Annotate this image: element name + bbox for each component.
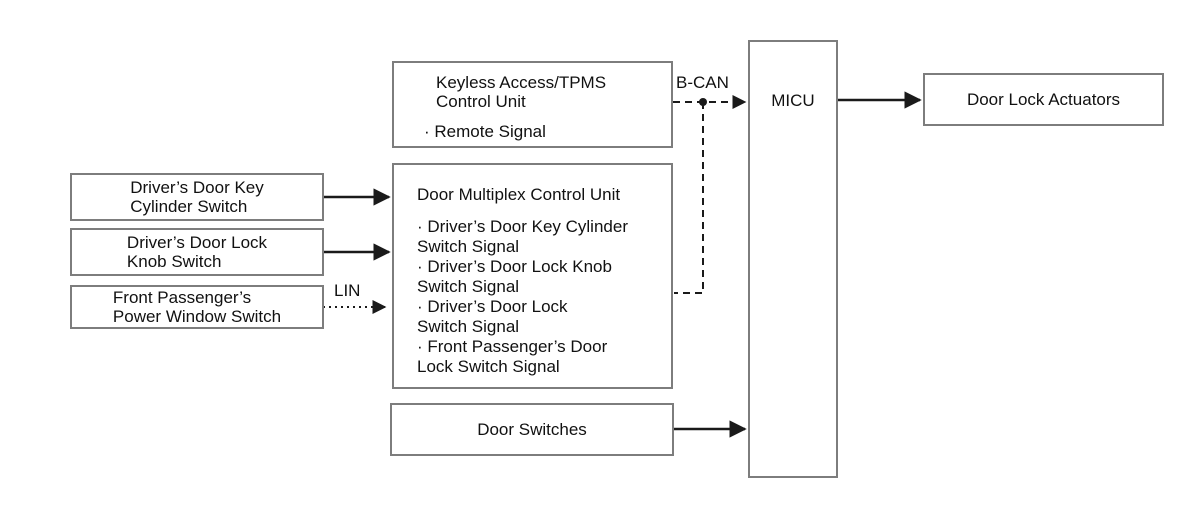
- box-title: Door Multiplex Control Unit: [417, 185, 621, 204]
- bcan-junction-dot: [699, 98, 707, 106]
- box-label-line: Knob Switch: [126, 252, 222, 271]
- box-keyless-access-tpms-control-unit: Keyless Access/TPMS Control Unit · Remot…: [392, 61, 673, 148]
- box-label-line: Front Passenger’s: [112, 288, 252, 307]
- box-title-line: Keyless Access/TPMS: [436, 73, 607, 92]
- box-micu: MICU: [748, 40, 838, 478]
- box-bullet-line: · Front Passenger’s Door: [417, 337, 608, 356]
- connector-bcan-branch-to-multiplex: [674, 102, 704, 294]
- label-b-can: B-CAN: [676, 73, 729, 92]
- box-bullet-line: Switch Signal: [417, 277, 520, 296]
- box-bullet-line: · Driver’s Door Lock: [417, 297, 568, 316]
- box-bullet-line: Lock Switch Signal: [417, 357, 560, 376]
- box-label-line: Cylinder Switch: [130, 197, 248, 216]
- box-door-lock-actuators: Door Lock Actuators: [923, 73, 1164, 126]
- box-label: Door Switches: [477, 420, 587, 439]
- box-drivers-door-key-cylinder-switch: Driver’s Door Key Cylinder Switch: [70, 173, 324, 221]
- box-label-line: Driver’s Door Lock: [126, 233, 268, 252]
- box-bullet-line: Switch Signal: [417, 237, 520, 256]
- box-title-line: Control Unit: [436, 92, 526, 111]
- box-label-line: Power Window Switch: [112, 307, 282, 326]
- box-front-passengers-power-window-switch: Front Passenger’s Power Window Switch: [70, 285, 324, 329]
- box-label: MICU: [771, 91, 815, 110]
- box-label: Door Lock Actuators: [966, 90, 1121, 109]
- box-bullet-line: · Driver’s Door Lock Knob: [417, 257, 612, 276]
- box-label-line: Driver’s Door Key: [130, 178, 264, 197]
- box-door-switches: Door Switches: [390, 403, 674, 456]
- box-drivers-door-lock-knob-switch: Driver’s Door Lock Knob Switch: [70, 228, 324, 276]
- box-bullet-line: · Driver’s Door Key Cylinder: [417, 217, 628, 236]
- box-bullet-remote-signal: · Remote Signal: [424, 122, 546, 141]
- box-door-multiplex-control-unit: Door Multiplex Control Unit · Driver’s D…: [392, 163, 673, 389]
- label-lin: LIN: [334, 281, 361, 300]
- box-bullet-line: Switch Signal: [417, 317, 520, 336]
